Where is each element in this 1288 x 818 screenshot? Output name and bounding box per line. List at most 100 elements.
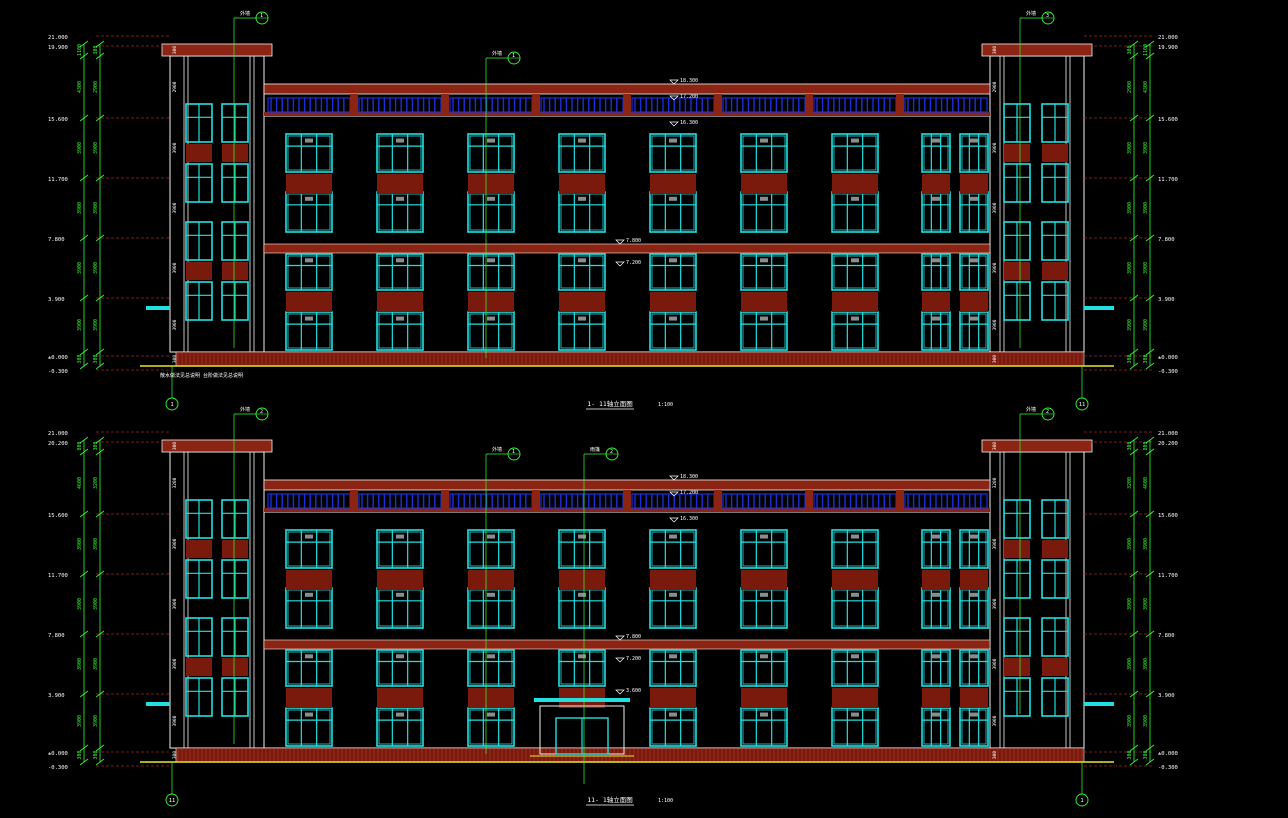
dimension-tick <box>1129 348 1139 356</box>
window-tag <box>970 534 978 539</box>
window-inner-frame <box>469 651 513 685</box>
window-tag <box>396 654 404 659</box>
dimension-tick <box>79 294 89 302</box>
facade-dimension-text: 3200 <box>992 477 998 488</box>
axis-label-right: 11 <box>1079 402 1086 408</box>
window-tag <box>970 712 978 717</box>
window-tag <box>970 138 978 143</box>
window-inner-frame <box>651 651 695 685</box>
dimension-tick <box>79 234 89 242</box>
window-frame <box>740 529 788 569</box>
window-inner-frame <box>833 651 877 685</box>
dimension-text: 800 <box>77 441 83 450</box>
dimension-tick <box>95 758 105 766</box>
tower-window <box>1003 103 1031 143</box>
window-inner-frame <box>378 255 422 289</box>
level-label-left: 21.000 <box>48 35 68 41</box>
tower-window <box>1041 677 1069 717</box>
brick-spandrel <box>468 688 514 708</box>
window-frame <box>558 133 606 173</box>
tower-window <box>1041 163 1069 203</box>
level-label-right: 11.700 <box>1158 177 1178 183</box>
dimension-text: 3900 <box>93 262 99 274</box>
window-tag <box>970 258 978 263</box>
mid-level-label: 7.800 <box>626 238 641 244</box>
brick-spandrel <box>741 688 787 708</box>
tower-brick-band <box>186 540 212 558</box>
brick-spandrel <box>960 570 988 590</box>
facade-dimension-text: 3900 <box>172 598 178 609</box>
level-label-right: 21.000 <box>1158 431 1178 437</box>
tower-brick-band <box>222 144 248 162</box>
brick-spandrel <box>377 174 423 194</box>
window <box>831 253 879 291</box>
window-inner-frame <box>742 255 786 289</box>
dimension-text: 300 <box>77 354 83 363</box>
facade-dimension-text: 3900 <box>172 658 178 669</box>
level-label-left: 19.900 <box>48 45 68 51</box>
tower-window <box>1041 221 1069 261</box>
dimension-text: 2900 <box>93 81 99 93</box>
window-inner-frame <box>287 255 331 289</box>
parapet-post <box>623 490 631 510</box>
window <box>740 253 788 291</box>
tower-window <box>1003 163 1031 203</box>
roof-railing <box>449 97 533 113</box>
window-tag <box>669 138 677 143</box>
window-frame <box>376 133 424 173</box>
facade-dimension-text: 3900 <box>992 715 998 726</box>
window-tag <box>487 654 495 659</box>
dimension-tick <box>1129 174 1139 182</box>
level-label-right: ±0.000 <box>1158 355 1178 361</box>
window-frame <box>467 133 515 173</box>
window-tag <box>487 196 495 201</box>
detail-callout: 2雨篷 <box>583 446 619 784</box>
window-inner-frame <box>469 531 513 567</box>
window-tag <box>305 258 313 263</box>
dimension-text: 1100 <box>1143 44 1149 56</box>
tower-brick-band <box>1042 658 1068 676</box>
window <box>649 587 697 629</box>
window-inner-frame <box>378 651 422 685</box>
window-frame <box>740 649 788 687</box>
window-inner-frame <box>742 651 786 685</box>
dimension-text: 3900 <box>1127 202 1133 214</box>
brick-spandrel <box>559 292 605 312</box>
level-label-right: 11.700 <box>1158 573 1178 579</box>
facade-dimension-text: 3900 <box>992 319 998 330</box>
dimension-tick <box>79 52 89 60</box>
dimension-tick <box>1145 234 1155 242</box>
elevation-scale: 1:100 <box>658 798 673 804</box>
tower-window <box>1003 499 1031 539</box>
tower-window <box>1003 559 1031 599</box>
dimension-tick <box>79 630 89 638</box>
axis-bubble-right <box>1075 397 1089 411</box>
window <box>649 529 697 569</box>
brick-spandrel <box>286 570 332 590</box>
dimension-tick <box>79 758 89 766</box>
level-mark-symbol <box>669 475 679 481</box>
callout-number: 2 <box>260 409 263 415</box>
window-frame <box>921 253 951 291</box>
facade-dimension-text: 3900 <box>172 538 178 549</box>
dimension-text: 3900 <box>1143 715 1149 727</box>
facade-dimension-text: 3900 <box>172 319 178 330</box>
window-tag <box>760 316 768 321</box>
facade-dimension-text: 3900 <box>172 142 178 153</box>
window-tag <box>760 534 768 539</box>
dimension-text: 3900 <box>93 142 99 154</box>
mid-level-label: 7.200 <box>626 260 641 266</box>
dimension-text: 4300 <box>77 81 83 93</box>
dimension-tick <box>1145 570 1155 578</box>
dimension-tick <box>95 630 105 638</box>
window-tag <box>578 138 586 143</box>
entrance-canopy <box>534 698 630 702</box>
window-tag <box>396 712 404 717</box>
dimension-tick <box>1145 114 1155 122</box>
window-inner-frame <box>833 135 877 171</box>
roof-level-label: 16.300 <box>680 120 698 126</box>
parapet-post <box>805 94 813 114</box>
